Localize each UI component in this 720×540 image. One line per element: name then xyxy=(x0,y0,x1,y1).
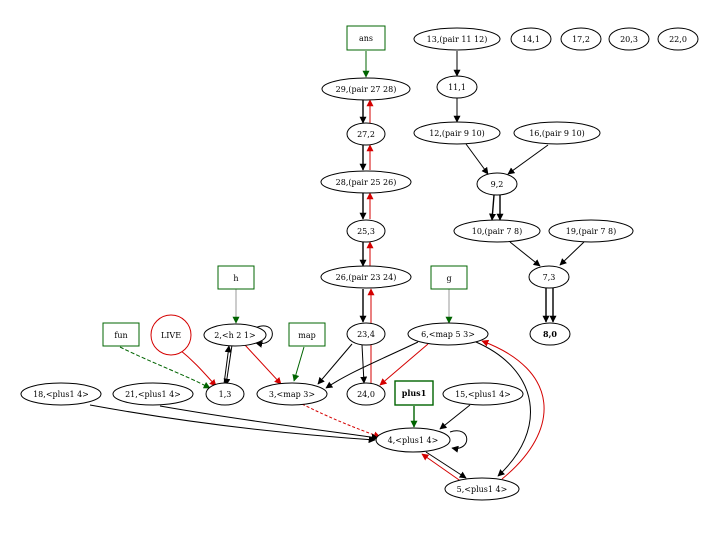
node-g-label: g xyxy=(446,274,451,283)
node-20-label: 20,3 xyxy=(620,35,638,44)
edge-4-5 xyxy=(425,451,467,479)
edge-9-10-a xyxy=(489,194,496,221)
node-9-label: 9,2 xyxy=(491,180,504,189)
edge-21-4 xyxy=(159,405,379,441)
node-3-label: 3,<map 3> xyxy=(269,390,315,399)
node-h: h xyxy=(217,265,255,290)
node-13-label: 13,(pair 11 12) xyxy=(427,35,488,44)
node-16: 16,(pair 9 10) xyxy=(513,121,601,145)
node-8-label: 8,0 xyxy=(543,329,557,339)
node-6: 6,<map 5 3> xyxy=(407,322,489,346)
node-9: 9,2 xyxy=(476,172,518,196)
edge-23-3 xyxy=(317,343,353,385)
node-4-label: 4,<plus1 4> xyxy=(388,436,439,445)
node-4: 4,<plus1 4> xyxy=(375,427,451,453)
node-6-label: 6,<map 5 3> xyxy=(421,330,475,339)
node-23-label: 23,4 xyxy=(357,330,375,339)
node-7-label: 7,3 xyxy=(543,273,556,282)
node-h-label: h xyxy=(233,274,238,283)
edge-2-self xyxy=(254,325,273,348)
node-1-label: 1,3 xyxy=(219,390,232,399)
node-25-label: 25,3 xyxy=(357,227,375,236)
node-10: 10,(pair 7 8) xyxy=(453,219,541,243)
edge-12-9 xyxy=(465,143,489,175)
edge-23-24 xyxy=(360,344,368,384)
node-map: map xyxy=(288,322,326,347)
node-16-label: 16,(pair 9 10) xyxy=(529,129,585,138)
edge-fun-1 xyxy=(119,346,211,389)
node-live-label: LIVE xyxy=(161,331,181,340)
node-24-label: 24,0 xyxy=(357,390,375,399)
node-28-label: 28,(pair 25 26) xyxy=(336,178,397,187)
node-27: 27,2 xyxy=(346,122,386,146)
edge-19-7 xyxy=(559,241,585,266)
edge-3-4-red xyxy=(301,403,381,439)
edge-5-6-red xyxy=(481,339,545,480)
edge-2-3-red xyxy=(244,344,282,385)
node-13: 13,(pair 11 12) xyxy=(413,27,501,51)
edge-15-4 xyxy=(439,404,471,430)
nodes: ans 13,(pair 11 12) 14,1 17,2 20,3 22,0 … xyxy=(20,25,699,501)
node-map-label: map xyxy=(298,331,315,340)
node-21: 21,<plus1 4> xyxy=(112,382,194,406)
node-24: 24,0 xyxy=(346,382,386,406)
node-27-label: 27,2 xyxy=(357,130,375,139)
edge-16-9 xyxy=(507,144,549,175)
node-18: 18,<plus1 4> xyxy=(20,382,102,406)
node-g: g xyxy=(430,265,468,290)
edge-18-4 xyxy=(89,404,376,444)
node-29-label: 29,(pair 27 28) xyxy=(336,85,397,94)
node-10-label: 10,(pair 7 8) xyxy=(472,227,523,236)
node-5: 5,<plus1 4> xyxy=(444,477,520,501)
node-15: 15,<plus1 4> xyxy=(442,382,524,406)
node-live: LIVE xyxy=(150,314,192,356)
node-29: 29,(pair 27 28) xyxy=(321,77,411,101)
node-fun: fun xyxy=(102,322,140,347)
edge-6-3 xyxy=(325,341,419,389)
edge-6-5 xyxy=(475,341,531,477)
node-26: 26,(pair 23 24) xyxy=(320,265,412,289)
node-19: 19,(pair 7 8) xyxy=(548,219,634,243)
node-8: 8,0 xyxy=(529,322,571,346)
node-21-label: 21,<plus1 4> xyxy=(125,390,181,399)
node-12: 12,(pair 9 10) xyxy=(413,121,501,145)
node-17: 17,2 xyxy=(560,27,602,51)
node-fun-label: fun xyxy=(114,331,127,340)
node-plus1: plus1 xyxy=(394,380,434,406)
node-5-label: 5,<plus1 4> xyxy=(457,485,508,494)
node-14-label: 14,1 xyxy=(522,35,540,44)
node-26-label: 26,(pair 23 24) xyxy=(336,273,397,282)
edge-6-24-red xyxy=(379,343,429,386)
node-20: 20,3 xyxy=(608,27,650,51)
node-15-label: 15,<plus1 4> xyxy=(455,390,511,399)
node-2-label: 2,<h 2 1> xyxy=(214,331,255,340)
node-28: 28,(pair 25 26) xyxy=(320,170,412,194)
edges xyxy=(89,51,585,483)
node-plus1-label: plus1 xyxy=(402,388,427,398)
edge-map-3 xyxy=(292,346,305,382)
node-23: 23,4 xyxy=(346,322,386,346)
node-2: 2,<h 2 1> xyxy=(203,323,267,347)
edge-5-4-red xyxy=(421,453,463,483)
node-22: 22,0 xyxy=(657,27,699,51)
node-ans-label: ans xyxy=(359,34,373,43)
edge-live-1 xyxy=(179,349,217,387)
node-11: 11,1 xyxy=(436,75,478,99)
node-17-label: 17,2 xyxy=(572,35,590,44)
node-1: 1,3 xyxy=(205,382,245,406)
node-11-label: 11,1 xyxy=(448,83,466,92)
node-22-label: 22,0 xyxy=(669,35,687,44)
edge-1-2-red xyxy=(223,345,232,385)
node-19-label: 19,(pair 7 8) xyxy=(566,227,617,236)
node-ans: ans xyxy=(346,25,386,51)
node-12-label: 12,(pair 9 10) xyxy=(429,129,485,138)
node-25: 25,3 xyxy=(346,219,386,243)
node-14: 14,1 xyxy=(510,27,552,51)
edge-4-self xyxy=(449,430,468,453)
node-3: 3,<map 3> xyxy=(256,382,328,406)
node-7: 7,3 xyxy=(528,265,570,289)
edge-10-7 xyxy=(509,241,541,267)
node-18-label: 18,<plus1 4> xyxy=(33,390,89,399)
